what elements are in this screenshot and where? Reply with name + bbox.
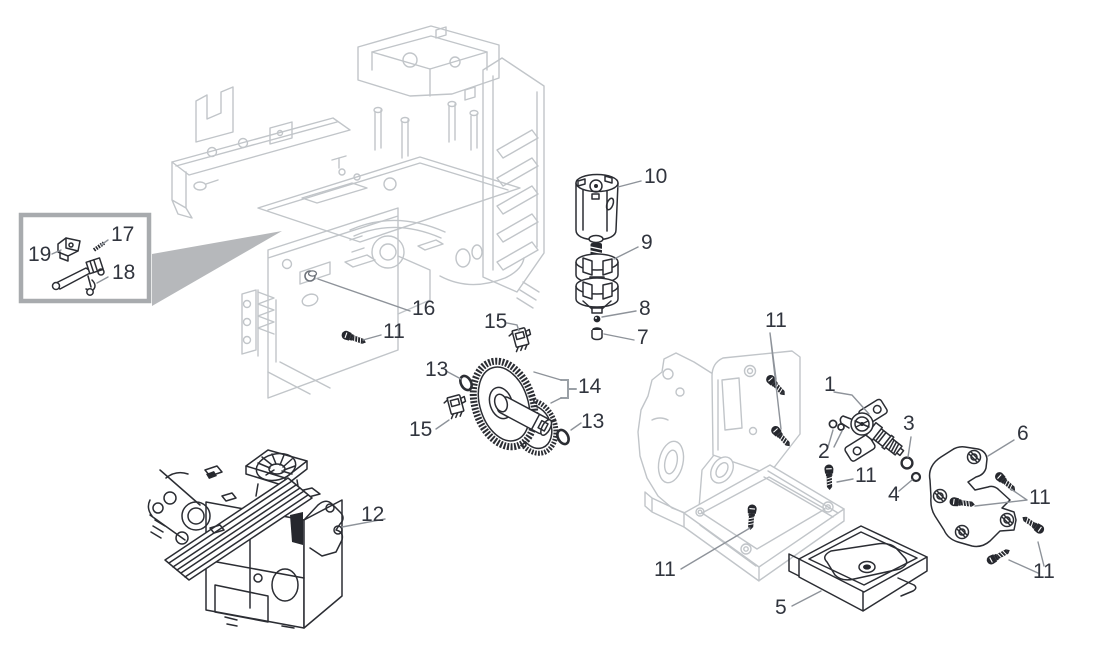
part-label-11-panel: 11 — [765, 309, 787, 332]
brew-group-drawing — [147, 449, 344, 629]
gear-assembly-drawing — [469, 357, 559, 456]
microswitch-15-left — [442, 392, 470, 421]
part-label-6: 6 — [1017, 422, 1029, 445]
part-17-drawing — [92, 241, 106, 252]
motor-drawing — [575, 173, 619, 244]
part-label-11-plate-upper: 11 — [1029, 486, 1051, 509]
part-label-11-base: 11 — [855, 464, 877, 487]
cover-plate-drawing — [928, 446, 1017, 548]
valve-drawing — [839, 398, 905, 462]
drip-tray-drawing — [788, 525, 928, 612]
part-label-15-left: 15 — [409, 418, 433, 441]
part-label-2: 2 — [818, 440, 830, 463]
part-label-8: 8 — [639, 297, 651, 320]
coupling-9-drawing — [575, 253, 619, 314]
part-label-7: 7 — [637, 326, 649, 349]
part-label-19: 19 — [28, 243, 52, 266]
oring-3-drawing — [900, 456, 914, 470]
part-label-3: 3 — [903, 412, 915, 435]
inset-box — [18, 212, 152, 304]
oring-4-drawing — [910, 471, 922, 483]
part-label-11-base-front: 11 — [654, 558, 676, 581]
screw-11-chassis — [339, 328, 368, 348]
pin-16-drawing — [304, 270, 318, 282]
part-label-11-plate-lower: 11 — [1033, 560, 1055, 583]
part-label-15-top: 15 — [484, 310, 508, 333]
part-label-9: 9 — [641, 231, 653, 254]
screw-11-base-right — [823, 463, 835, 491]
screw-11-plate-lower — [984, 545, 1013, 567]
part-label-18: 18 — [112, 261, 136, 284]
chassis-drawing — [171, 25, 545, 399]
part-label-13-left: 13 — [425, 358, 449, 381]
leader-lines — [51, 180, 1045, 607]
part-label-12: 12 — [361, 503, 385, 526]
oring-13-left — [456, 372, 476, 394]
side-panel-drawing — [637, 350, 801, 515]
part-18-drawing — [51, 257, 105, 296]
part-label-4: 4 — [888, 483, 900, 506]
screw-11-plate-right — [1019, 512, 1047, 536]
base-frame-drawing — [644, 464, 845, 582]
oring-13-right — [553, 426, 573, 448]
orings-2-drawing — [828, 419, 845, 431]
bushing-7-drawing — [591, 327, 603, 341]
part-label-17: 17 — [111, 223, 135, 246]
inset-wedge — [152, 231, 282, 306]
part-label-10: 10 — [644, 165, 668, 188]
microswitch-15-top — [507, 325, 535, 354]
part-label-5: 5 — [775, 596, 787, 619]
part-19-drawing — [57, 237, 81, 262]
part-label-1: 1 — [824, 373, 836, 396]
part-label-14: 14 — [578, 375, 602, 398]
nut-8-drawing — [593, 315, 601, 323]
part-label-11-chassis: 11 — [383, 320, 405, 343]
part-label-16: 16 — [412, 297, 436, 320]
part-label-13-right: 13 — [581, 410, 605, 433]
